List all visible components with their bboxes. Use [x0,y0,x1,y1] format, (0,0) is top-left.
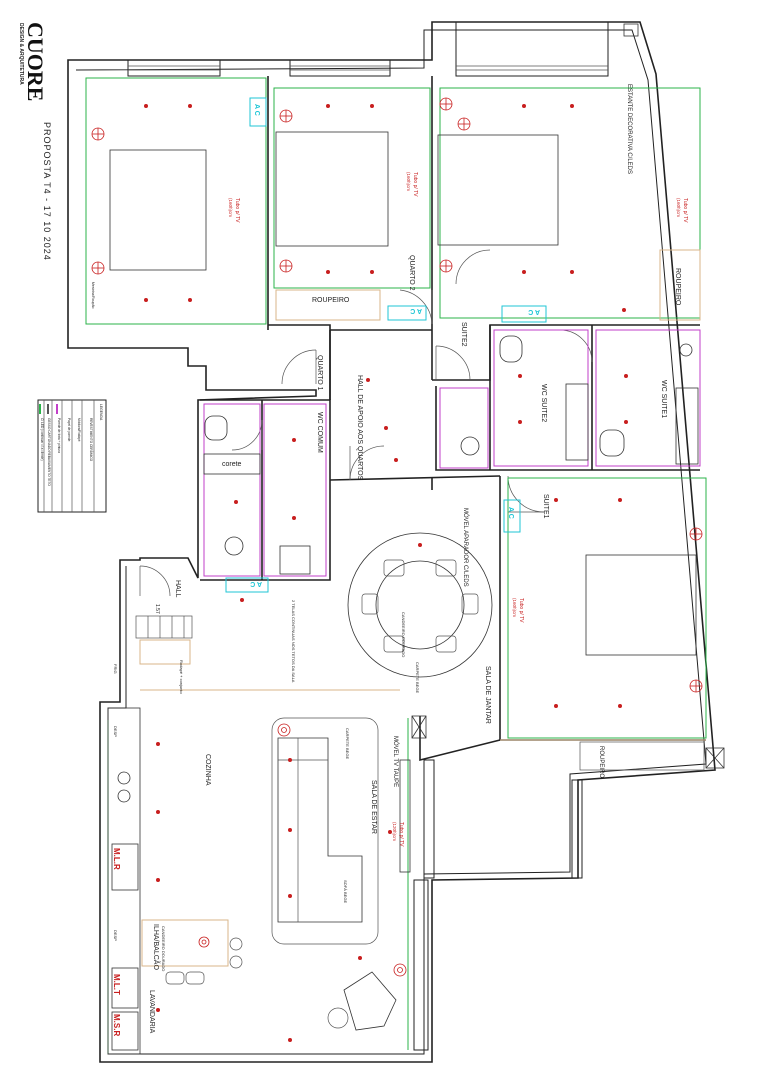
room-label-sala-estar: SALA DE ESTAR [370,780,377,834]
furniture [107,23,725,1055]
ac-label: A C [410,307,422,314]
room-label-wc-suite2: WC SUITE2 [540,384,547,422]
movel-aparador-label: MÓVEL APARADOR C/LEDS [462,508,469,587]
carpete-label: CARPETE BEGE [415,662,420,693]
corete-label: corete [222,461,242,468]
ac-label: A C [528,308,540,315]
ceiling-points [144,104,628,1042]
legend-item: REVESTIMENTO CERÂMICO [89,418,93,462]
legend-item: Parede de tinta + pintura [57,418,61,453]
legend-item: Papel de parede [67,418,71,442]
desp-label: DESP [113,930,118,941]
roupeiro-label: ROUPEIRO [674,268,681,306]
tv-tube-notes: Tubo p/ TV (160h)cm Tubo p/ TV (160h)cm … [228,172,688,847]
room-label-hall-quartos: HALL DE APOIO AOS QUARTOS [356,375,363,481]
room-label-quarto2: QUARTO 2 [408,255,415,291]
title-block: CUORE DESIGN & ARQUITETURA PROPOSTA T4 -… [18,22,52,261]
msr-label: M.S.R [112,1014,121,1036]
mesinha-label: Mesinha/Roupão [91,282,95,309]
tubo-tv-height: (120h)cm [392,822,397,841]
rodape-label: Rodapé + conjunto [179,660,184,694]
room-label-wc-suite1: WC SUITE1 [660,380,667,418]
tubo-tv-height: (160h)cm [512,598,517,617]
ac-label: A C [507,507,514,519]
carpete-label: CARPETE BEGE [345,728,350,759]
light-fixtures [91,97,703,977]
legend-item: Moldura/Rodapé [77,418,81,442]
room-label-suite1: SUITE1 [542,494,549,519]
room-label-lavandaria: LAVANDARIA [148,990,155,1034]
ceramic-outlines [85,77,707,1054]
room-label-suite2: SUITE2 [460,322,467,347]
wood-outlines [139,249,706,967]
distance-label: 1.57 [154,604,160,614]
fridge-label: FRIG [113,664,118,674]
room-label-ilha: ILHA/BALCÃO [152,924,161,970]
legend: LEGENDA REVESTIMENTO CERÂMICO Moldura/Ro… [37,399,107,513]
legend-title: LEGENDA [99,404,103,421]
brand-subtitle: DESIGN & ARQUITETURA [18,23,24,85]
telas-label: 2 TELAS CONTINUAS NOS TETOS DA SALA [291,600,296,683]
room-label-cozinha: COZINHA [204,754,211,786]
ac-units: A C A C A C A C A C [225,97,547,593]
tubo-tv-height: (160h)cm [676,198,681,217]
candeeiro-label: CANDEEIRO DOURADO [401,612,406,657]
roupeiro-label: ROUPEIRO [312,297,350,304]
legend-item: GESSO CARTONADO REBAIXAMENTO TETO [47,418,51,486]
mlt-label: M.L.T [112,974,121,995]
mlr-label: M.L.R [112,848,121,870]
ac-label: A C [250,580,262,587]
exterior-walls [67,21,716,1063]
desp-label: DESP [113,726,118,737]
brand-logo: CUORE [23,22,48,101]
ac-label: A C [253,104,260,116]
tubo-tv-height: (160h)cm [406,172,411,191]
candeeiro-label: CANDEEIRO DOURADO [161,926,166,971]
tubo-tv-label: Tubo p/ TV [518,598,524,623]
tubo-tv-label: Tubo p/ TV [682,198,688,223]
misc-labels: ROUPEIRO ROUPEIRO ROUPEIRO corete ESTANT… [91,84,681,1036]
tubo-tv-label: Tubo p/ TV [412,172,418,197]
estante-label: ESTANTE DECORATIVA C/LEDS [626,84,632,174]
door-swings [139,249,593,597]
movel-tv-label: MÓVEL TV TAUPE [392,736,399,787]
room-label-wc-comum: WC COMUM [316,412,323,453]
room-labels: QUARTO 1 QUARTO 2 SUITE2 SUITE1 HALL DE … [148,255,667,1034]
room-label-quarto1: QUARTO 1 [316,355,323,391]
room-label-hall: HALL [174,580,181,598]
tubo-tv-label: Tubo p/ TV [398,822,404,847]
legend-item: C/ LED (continuar c/ a cliente) [40,418,44,461]
tubo-tv-label: Tubo p/ TV [234,198,240,223]
sofa-label: SOFÁ BEGE [343,880,348,903]
wallpaper-outlines [203,329,701,577]
roupeiro-label: ROUPEIRO [598,746,604,778]
tubo-tv-height: (160h)cm [228,198,233,217]
proposal-title: PROPOSTA T4 - 17 10 2024 [42,122,52,261]
room-label-sala-jantar: SALA DE JANTAR [484,666,491,724]
